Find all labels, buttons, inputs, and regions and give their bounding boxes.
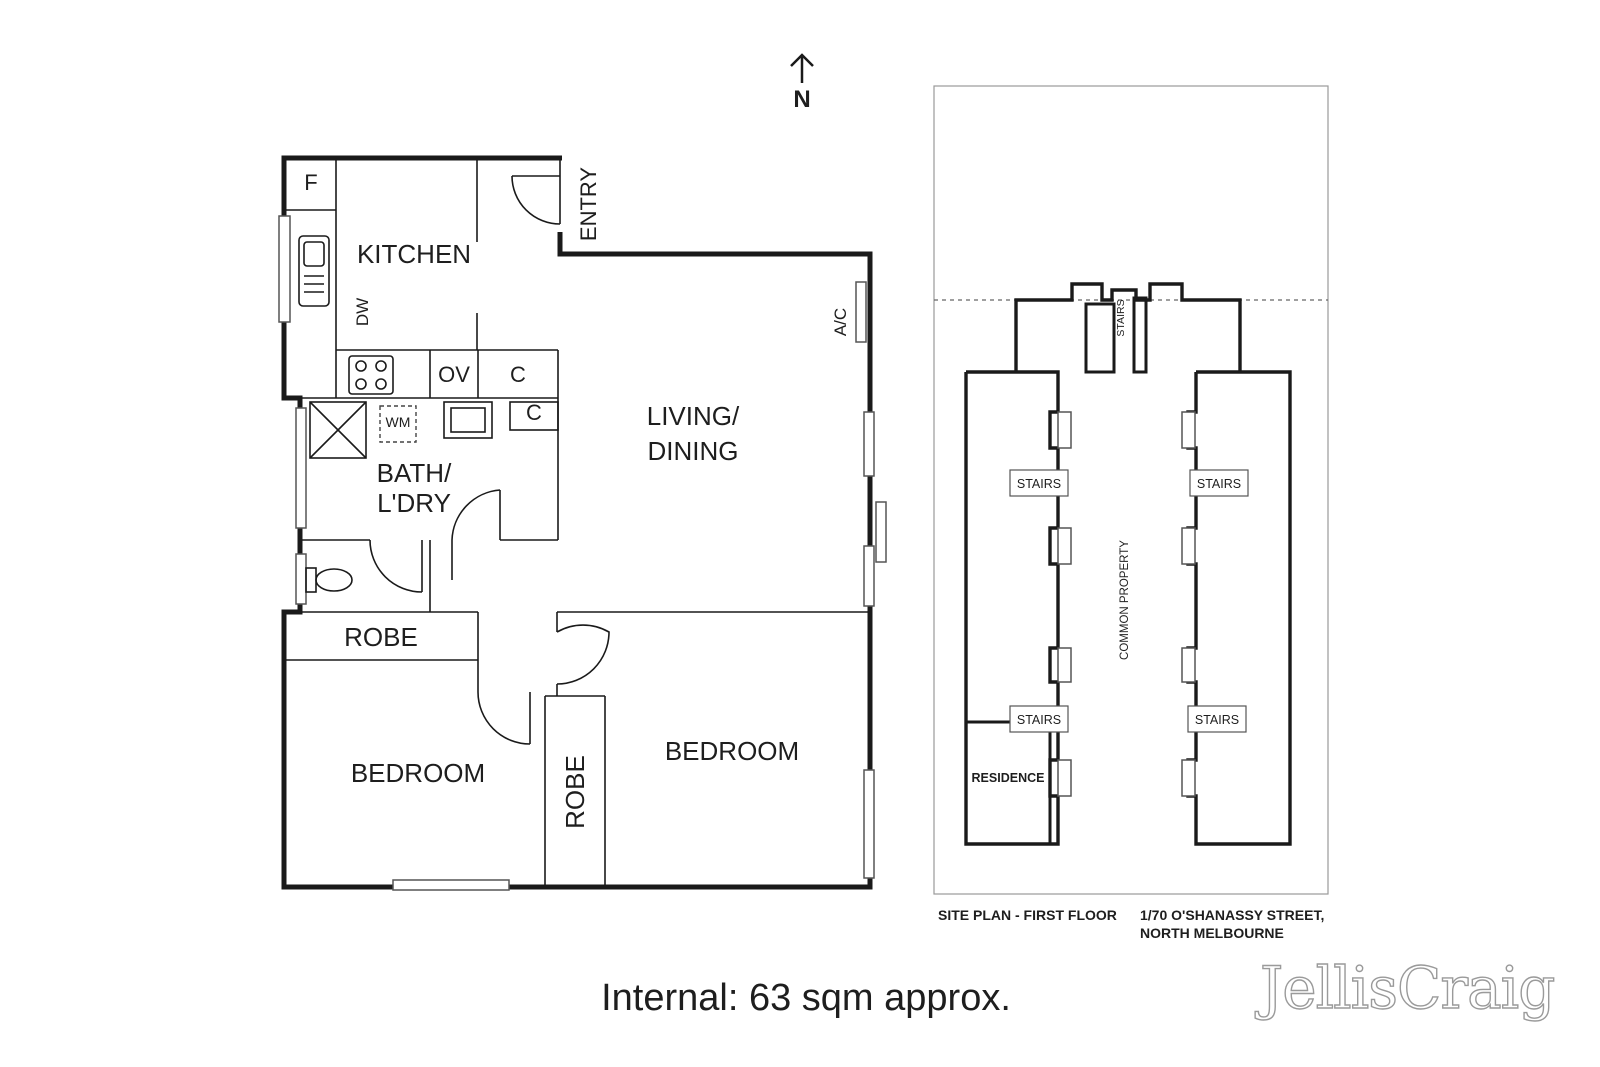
window: [863, 411, 875, 477]
unit-floor-plan: [278, 155, 887, 891]
residence-label: RESIDENCE: [972, 771, 1045, 785]
window: [295, 407, 307, 529]
window: [863, 769, 875, 879]
oven-label: OV: [438, 362, 470, 387]
window: [392, 879, 510, 891]
window: [875, 501, 887, 563]
living-label-line1: LIVING/: [647, 401, 740, 431]
sink-icon: [298, 235, 330, 307]
bedroom-2-door-swing: [556, 624, 610, 685]
cooktop-icon: [348, 355, 394, 395]
living-label-line2: DINING: [648, 436, 739, 466]
site-plan: [933, 85, 1329, 895]
bath-label-line2: L'DRY: [377, 488, 451, 518]
bedroom-1-door-swing: [477, 691, 531, 745]
robe-1-label: ROBE: [344, 622, 418, 652]
stairs-left-2-label: STAIRS: [1017, 713, 1061, 727]
air-con-label: A/C: [831, 308, 850, 336]
bath-door-swing: [451, 489, 501, 541]
stairs-top-label: STAIRS: [1115, 299, 1127, 336]
stairs-left-1-label: STAIRS: [1017, 477, 1061, 491]
bath-label-line1: BATH/: [377, 458, 452, 488]
basin-icon: [443, 401, 493, 439]
entry-door-swing: [511, 175, 561, 225]
stairs-right-2-label: STAIRS: [1195, 713, 1239, 727]
toilet-door-swing: [369, 539, 423, 593]
stairs-right-1-label: STAIRS: [1197, 477, 1241, 491]
window: [278, 215, 291, 323]
robe-2-label: ROBE: [560, 755, 590, 829]
bedroom-1-label: BEDROOM: [351, 758, 485, 788]
cupboard-2-label: C: [526, 400, 542, 425]
washing-machine-label: WM: [386, 414, 411, 430]
internal-area-label: Internal: 63 sqm approx.: [601, 977, 1011, 1019]
shower-icon: [309, 401, 367, 459]
address-line-1: 1/70 O'SHANASSY STREET,: [1140, 907, 1324, 923]
site-boundary: [933, 85, 1329, 895]
bedroom-2-label: BEDROOM: [665, 736, 799, 766]
washing-machine-icon: [379, 405, 417, 443]
north-label: N: [793, 86, 810, 113]
window: [295, 553, 307, 605]
address-line-2: NORTH MELBOURNE: [1140, 925, 1284, 941]
fridge-label: F: [304, 170, 317, 195]
toilet-icon: [315, 568, 353, 592]
dishwasher-label: DW: [353, 298, 372, 326]
air-con-unit: [855, 281, 867, 343]
kitchen-label: KITCHEN: [357, 239, 471, 269]
common-property-label: COMMON PROPERTY: [1119, 540, 1131, 660]
entry-label: ENTRY: [576, 167, 601, 241]
site-plan-caption: SITE PLAN - FIRST FLOOR: [938, 907, 1117, 923]
window: [863, 545, 875, 607]
jellis-craig-logo: JellisCraig: [1255, 954, 1554, 1022]
north-arrow-icon: [790, 53, 814, 83]
cupboard-1-label: C: [510, 362, 526, 387]
